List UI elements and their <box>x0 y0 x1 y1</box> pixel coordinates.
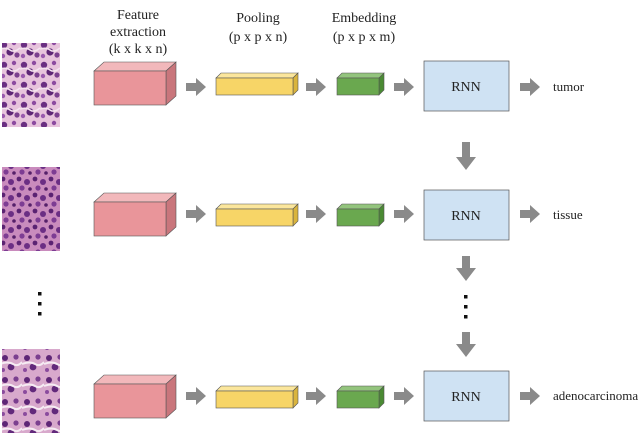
feature-box-3 <box>93 374 177 419</box>
down-arrow-2 <box>456 256 476 281</box>
output-word-1: tumor <box>553 79 585 94</box>
output-word-3: adenocarcinoma <box>553 388 638 403</box>
arrow-2a <box>186 205 206 223</box>
arrow-1c <box>394 78 414 96</box>
rnn-box-1 <box>423 60 510 112</box>
arrow-3a <box>186 387 206 405</box>
pooling-box-3 <box>215 385 299 409</box>
arrow-3b <box>306 387 326 405</box>
tissue-image-2 <box>2 167 60 251</box>
rnn-box-3 <box>423 370 510 422</box>
arrow-3d <box>520 387 540 405</box>
vertical-ellipsis-left <box>38 292 42 316</box>
embedding-header: Embedding <box>332 11 397 26</box>
pooling-box-1 <box>215 72 299 96</box>
arrow-2d <box>520 205 540 223</box>
tissue-image-3 <box>2 349 60 433</box>
feature-box-1 <box>93 61 177 106</box>
arrow-1d <box>520 78 540 96</box>
feature-box-2 <box>93 192 177 237</box>
arrow-3c <box>394 387 414 405</box>
pipeline-row-3: RNN adenocarcinoma <box>2 349 638 433</box>
pipeline-row-1: RNN tumor <box>2 43 585 127</box>
rnn-label-3: RNN <box>451 390 481 405</box>
arrow-2b <box>306 205 326 223</box>
tissue-image-1 <box>2 43 60 127</box>
embedding-box-3 <box>336 385 385 409</box>
vertical-ellipsis-rnn <box>464 295 468 319</box>
feature-extraction-dims: (k x k x n) <box>109 42 168 57</box>
embedding-box-1 <box>336 72 385 96</box>
down-arrow-3 <box>456 332 476 357</box>
output-word-2: tissue <box>553 207 583 222</box>
arrow-1a <box>186 78 206 96</box>
rnn-label-2: RNN <box>451 209 481 224</box>
arrow-1b <box>306 78 326 96</box>
feature-extraction-header-line2: extraction <box>110 25 166 40</box>
arrow-2c <box>394 205 414 223</box>
pooling-header: Pooling <box>236 11 280 26</box>
pooling-dims: (p x p x n) <box>229 30 288 45</box>
rnn-box-2 <box>423 189 510 241</box>
feature-extraction-header-line1: Feature <box>117 8 159 23</box>
rnn-label-1: RNN <box>451 80 481 95</box>
pipeline-row-2: RNN tissue <box>2 167 583 251</box>
pooling-box-2 <box>215 203 299 227</box>
embedding-box-2 <box>336 203 385 227</box>
embedding-dims: (p x p x m) <box>333 30 396 45</box>
down-arrow-1 <box>456 142 476 170</box>
